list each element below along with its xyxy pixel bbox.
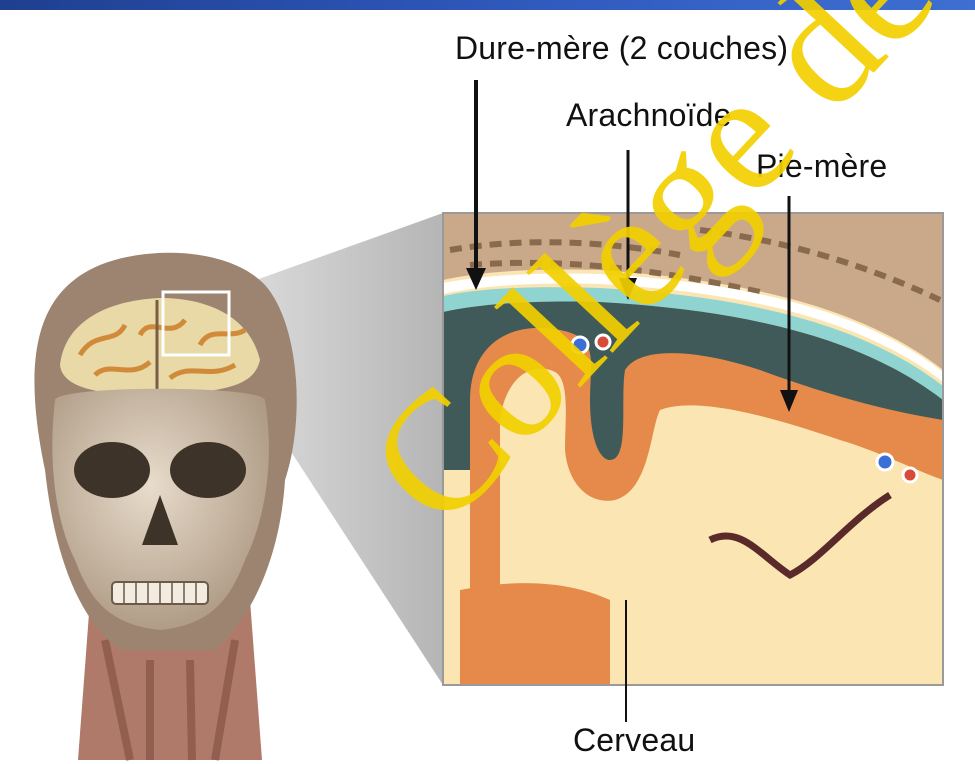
brain-label: Cerveau: [573, 722, 695, 759]
arachnoid-label: Arachnoïde: [566, 97, 732, 134]
right-orbit: [170, 442, 246, 498]
dura-mater-label: Dure-mère (2 couches): [455, 30, 788, 67]
lower-gyrus: [460, 583, 610, 685]
cross-section-panel: [443, 213, 943, 685]
skull-illustration: [34, 253, 296, 760]
pia-mater-label: Pie-mère: [756, 148, 887, 185]
left-orbit: [74, 442, 150, 498]
